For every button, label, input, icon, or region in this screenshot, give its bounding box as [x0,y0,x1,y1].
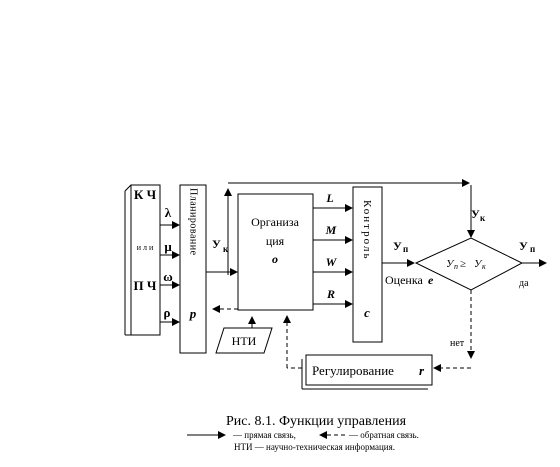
legend-direct-text: — прямая связь, [232,430,296,440]
un-label: У [393,239,402,253]
decision-op: ≥ [460,258,466,270]
kch-block [130,184,161,336]
decision-left: У [446,258,455,270]
caption-nti-note: НТИ — научно-техническая информация. [234,442,395,452]
uk-label: У [212,237,221,251]
uk-sub-right: к [480,213,486,223]
decision-left-sub: п [454,262,458,271]
yes-label: да [519,278,529,289]
assessment-letter: e [428,273,434,287]
assessment-label: Оценка [385,273,423,287]
control-letter: c [364,305,370,320]
kch-middle-label: и л и [137,243,154,252]
caption-title: Рис. 8.1. Функции управления [226,414,407,429]
un-sub: п [403,244,408,254]
nti-label: НТИ [232,334,257,348]
planning-block [179,184,207,354]
input-mu: μ [164,239,172,254]
org-label-line2: ция [266,234,285,248]
legend-feedback-text: — обратная связь. [348,430,419,440]
org-letter: o [272,252,278,266]
planning-letter: p [189,306,197,321]
regulation-block [305,354,433,386]
control-block [352,186,383,343]
nti-block [215,327,273,354]
input-lambda: λ [165,205,172,220]
planning-label: Планирование [188,188,199,256]
no-label: нет [450,338,465,349]
decision-right: У [474,258,483,270]
kch-bottom-label: П Ч [134,278,157,293]
regulation-label: Регулирование [312,363,394,378]
uk-sub: к [223,244,229,254]
organization-block [237,193,314,311]
output-W: W [326,255,338,269]
output-R: R [326,287,335,301]
regulation-letter: r [419,363,425,378]
uk-label-right: У [471,207,480,221]
org-label-line1: Организа [251,215,299,229]
input-arrows [160,221,180,326]
no-feedback-line [433,290,475,372]
kch-block-shadow [124,184,132,192]
top-feedback-line [224,179,475,275]
output-L: L [325,191,333,205]
regulation-to-org-line [283,315,302,369]
un-out-sub: п [530,244,535,254]
output-M: M [325,223,337,237]
un-out-label: У [519,239,528,253]
control-label: Контроль [361,200,373,260]
decision-right-sub: к [482,262,486,271]
kch-top-label: К Ч [134,187,157,202]
input-omega: ω [163,269,173,284]
org-output-arrows [313,204,353,308]
input-rho: ρ [164,305,171,320]
